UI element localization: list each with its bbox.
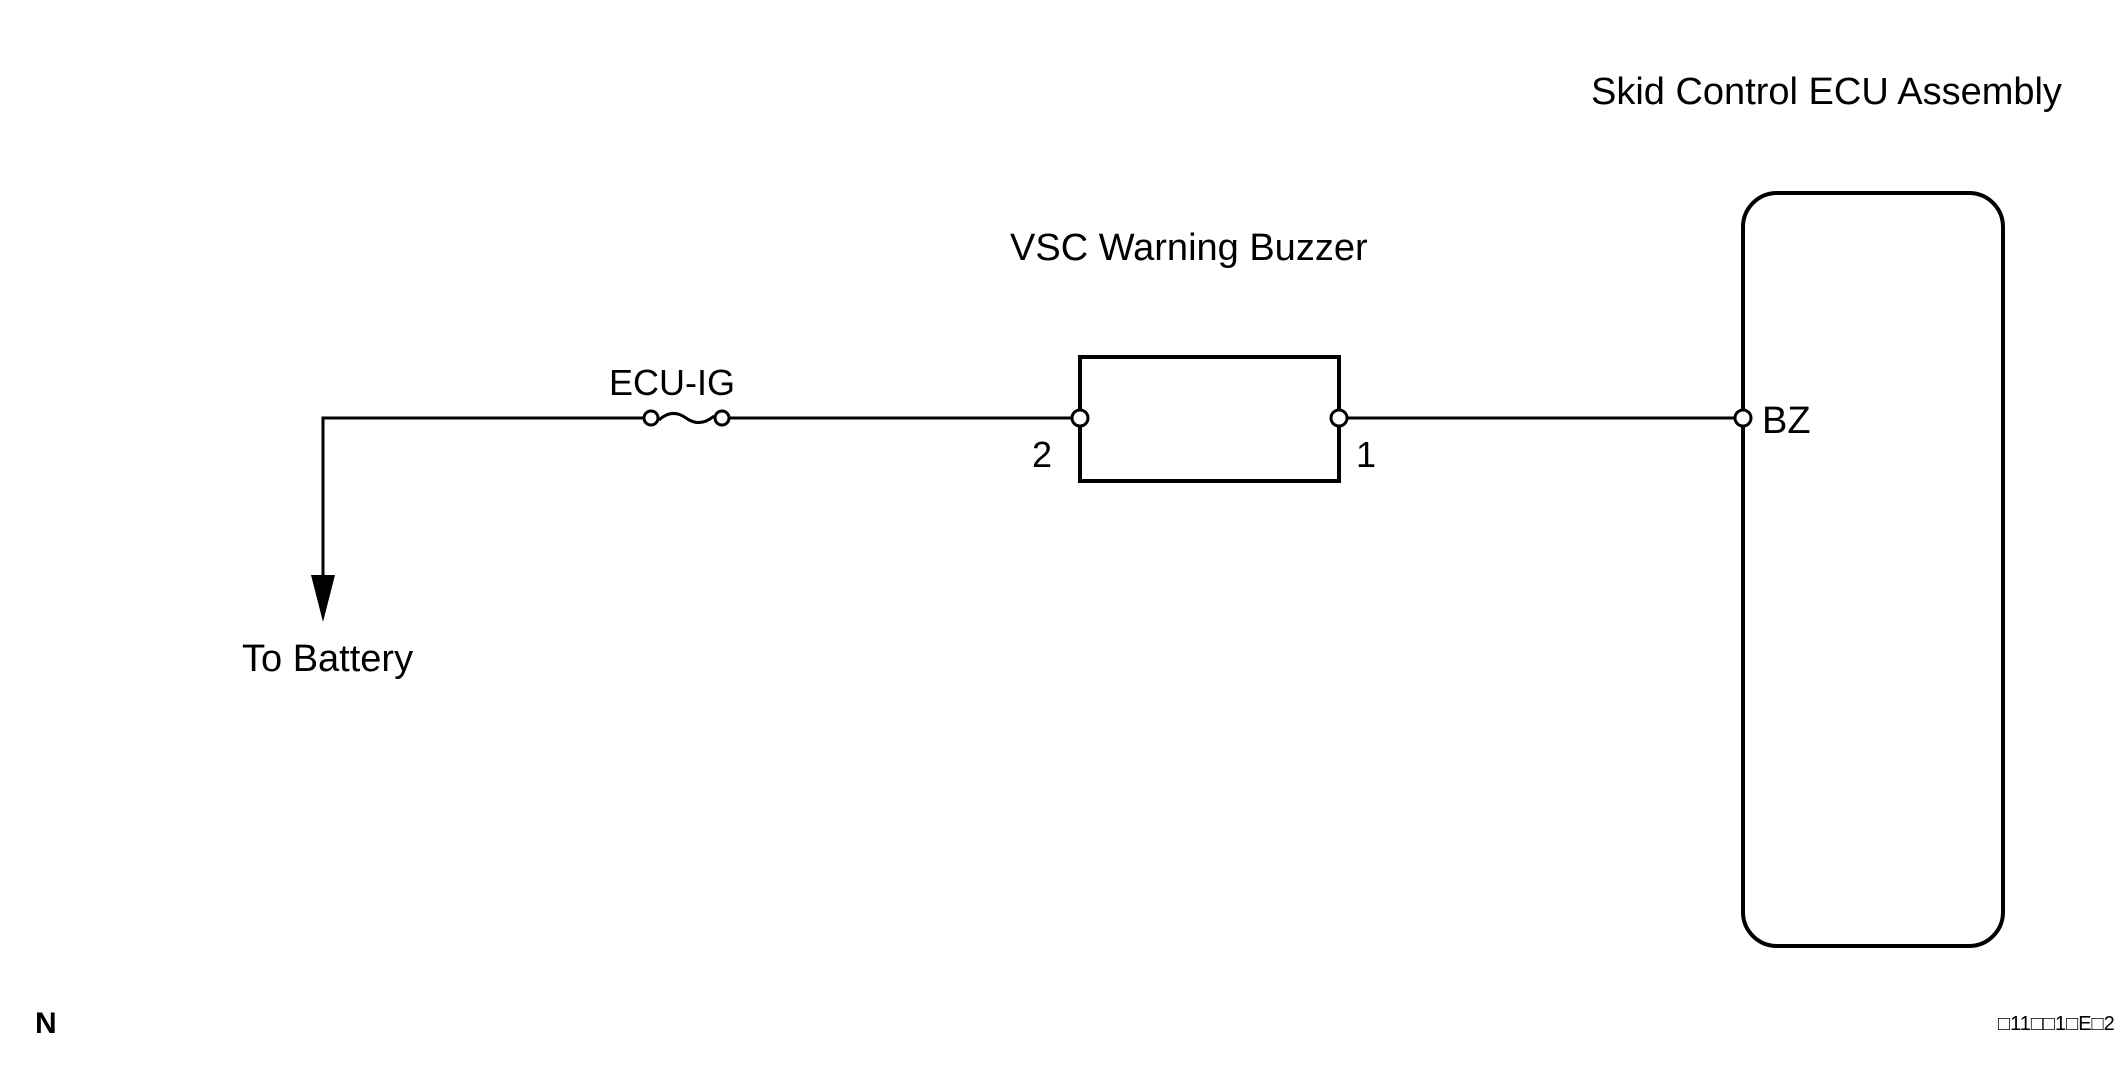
- wire-battery-to-fuse: [321, 416, 651, 598]
- battery-label: To Battery: [242, 638, 413, 680]
- fuse-element-icon: [657, 412, 715, 424]
- buzzer-terminal-2: [1070, 408, 1090, 428]
- ecu-pin-bz-label: BZ: [1762, 400, 1811, 442]
- buzzer-terminal-1: [1329, 408, 1349, 428]
- corner-mark: N: [35, 1007, 57, 1040]
- fuse-label: ECU-IG: [609, 362, 735, 403]
- ecu-assembly-box: [1741, 191, 2005, 948]
- buzzer-pin-2-label: 2: [1032, 434, 1052, 475]
- arrow-down-icon: [311, 575, 335, 622]
- ecu-assembly-title: Skid Control ECU Assembly: [1591, 71, 2062, 113]
- buzzer-title: VSC Warning Buzzer: [1010, 227, 1368, 269]
- buzzer-box: [1078, 355, 1341, 483]
- fuse-terminal-right: [713, 409, 731, 427]
- figure-code: □11□□1□E□2: [1998, 1013, 2115, 1035]
- fuse-terminal-left: [642, 409, 660, 427]
- buzzer-pin-1-label: 1: [1356, 434, 1376, 475]
- ecu-terminal-bz: [1733, 408, 1753, 428]
